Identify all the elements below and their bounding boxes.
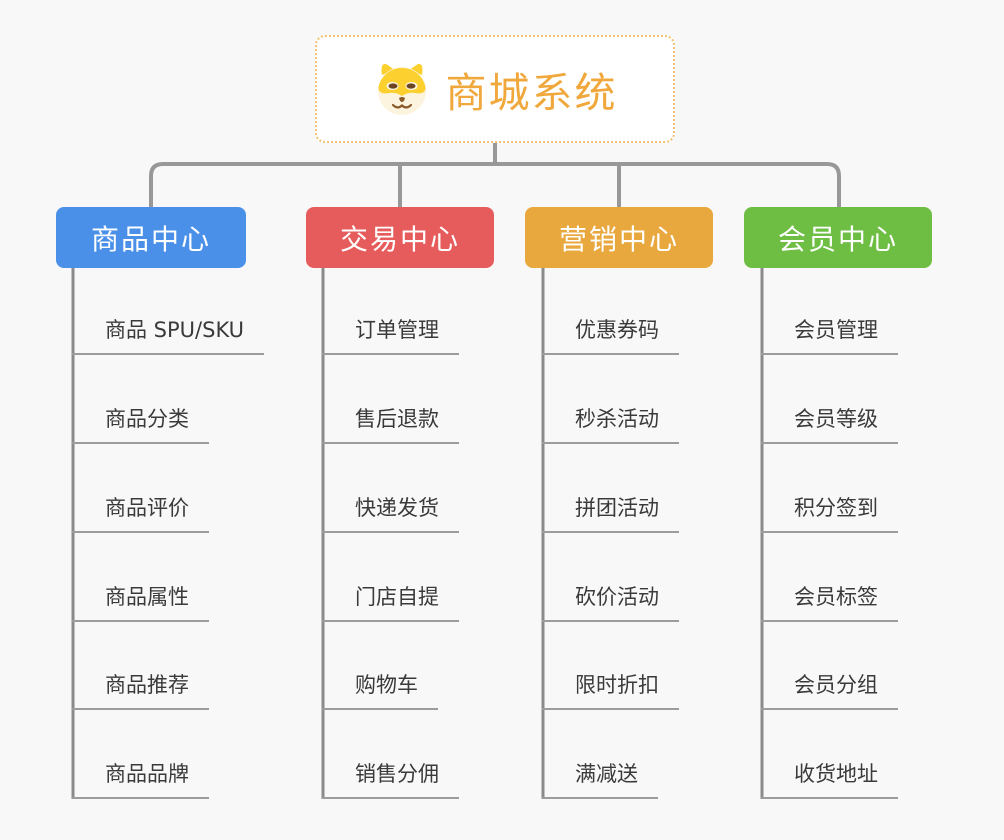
leaf-node[interactable]: 销售分佣 [322, 762, 459, 799]
leaf-node[interactable]: 会员标签 [761, 585, 898, 622]
branch-label: 商品中心 [90, 222, 211, 256]
leaf-node[interactable]: 商品 SPU/SKU [72, 318, 265, 355]
leaf-node[interactable]: 售后退款 [322, 407, 459, 444]
branch-label: 营销中心 [558, 222, 679, 256]
leaf-node[interactable]: 满减送 [542, 762, 658, 799]
leaf-node[interactable]: 限时折扣 [542, 673, 679, 710]
shiba-dog-icon [377, 63, 426, 115]
leaf-node[interactable]: 快递发货 [322, 496, 459, 533]
leaf-node[interactable]: 收货地址 [761, 762, 898, 799]
leaf-node[interactable]: 购物车 [322, 673, 438, 710]
leaf-node[interactable]: 商品推荐 [72, 673, 209, 710]
branch-node-trade-center[interactable]: 交易中心 [306, 207, 494, 268]
root-node[interactable]: 商城系统 [315, 35, 675, 143]
branch-node-marketing-center[interactable]: 营销中心 [525, 207, 713, 268]
leaf-node[interactable]: 商品评价 [72, 496, 209, 533]
leaf-node[interactable]: 砍价活动 [542, 585, 679, 622]
leaf-node[interactable]: 积分签到 [761, 496, 898, 533]
branch-node-product-center[interactable]: 商品中心 [56, 207, 246, 268]
leaf-node[interactable]: 秒杀活动 [542, 407, 679, 444]
leaf-node[interactable]: 商品属性 [72, 585, 209, 622]
leaf-node[interactable]: 订单管理 [322, 318, 459, 355]
branch-label: 会员中心 [777, 222, 898, 256]
leaf-node[interactable]: 拼团活动 [542, 496, 679, 533]
branch-label: 交易中心 [339, 222, 460, 256]
leaf-node[interactable]: 门店自提 [322, 585, 459, 622]
branch-node-member-center[interactable]: 会员中心 [744, 207, 932, 268]
leaf-node[interactable]: 会员管理 [761, 318, 898, 355]
leaf-node[interactable]: 会员分组 [761, 673, 898, 710]
leaf-node[interactable]: 优惠券码 [542, 318, 679, 355]
leaf-node[interactable]: 商品分类 [72, 407, 209, 444]
leaf-node[interactable]: 商品品牌 [72, 762, 209, 799]
root-title: 商城系统 [445, 69, 618, 117]
leaf-node[interactable]: 会员等级 [761, 407, 898, 444]
